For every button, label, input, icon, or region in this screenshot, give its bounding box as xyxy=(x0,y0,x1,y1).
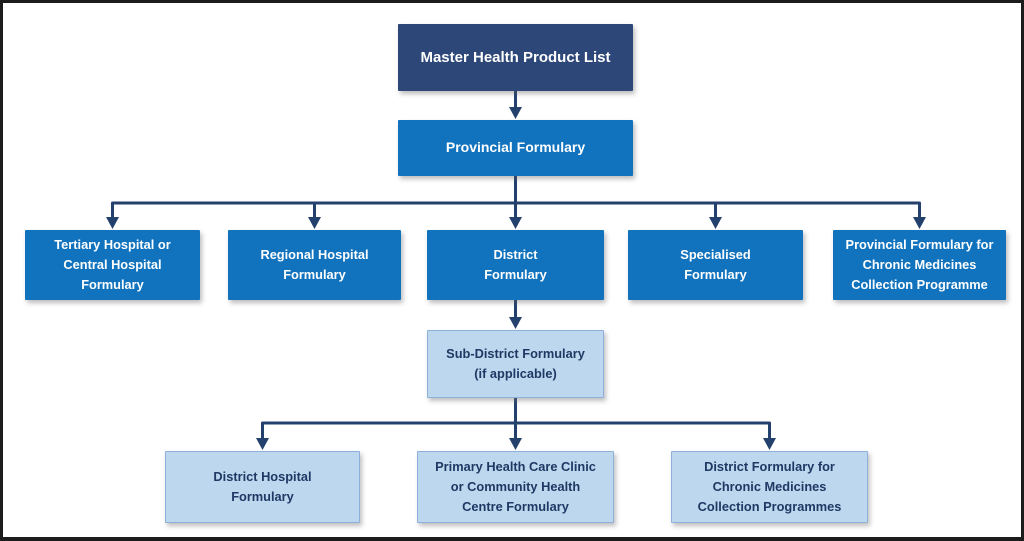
node-district-hospital-formulary: District Hospital Formulary xyxy=(165,451,360,523)
node-regional-hospital-formulary: Regional Hospital Formulary xyxy=(228,230,401,300)
node-tertiary-central-hospital-formulary: Tertiary Hospital or Central Hospital Fo… xyxy=(25,230,200,300)
level5-rail xyxy=(261,421,771,440)
arrowhead xyxy=(763,438,776,450)
arrowhead xyxy=(106,217,119,229)
arrowhead xyxy=(509,107,522,119)
node-district-chronic-medicines-formulary: District Formulary for Chronic Medicines… xyxy=(671,451,868,523)
arrowhead xyxy=(308,217,321,229)
level3-rail xyxy=(111,201,921,219)
node-master-health-product-list: Master Health Product List xyxy=(398,24,633,91)
arrowhead xyxy=(509,217,522,229)
arrowhead xyxy=(509,438,522,450)
node-sub-district-formulary: Sub-District Formulary (if applicable) xyxy=(427,330,604,398)
node-specialised-formulary: Specialised Formulary xyxy=(628,230,803,300)
node-primary-health-care-formulary: Primary Health Care Clinic or Community … xyxy=(417,451,614,523)
node-provincial-chronic-medicines-formulary: Provincial Formulary for Chronic Medicin… xyxy=(833,230,1006,300)
arrowhead xyxy=(709,217,722,229)
arrowhead xyxy=(913,217,926,229)
node-district-formulary: District Formulary xyxy=(427,230,604,300)
node-provincial-formulary: Provincial Formulary xyxy=(398,120,633,176)
arrowhead xyxy=(256,438,269,450)
arrowhead xyxy=(509,317,522,329)
